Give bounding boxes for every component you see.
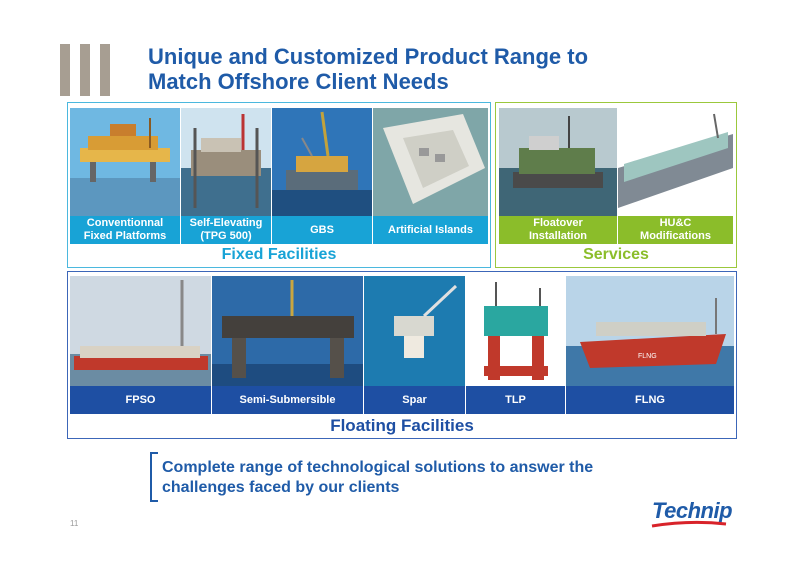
technip-logo: Technip [652, 498, 733, 523]
flng-render: FLNG [566, 276, 734, 386]
self-elevating-tile[interactable]: Self-Elevating (TPG 500) [181, 108, 271, 244]
floatover-tile[interactable]: Floatover Installation [499, 108, 617, 244]
fixed-platform-tile[interactable]: Conventionnal Fixed Platforms [70, 108, 180, 244]
page-title: Unique and Customized Product Range to M… [148, 44, 588, 94]
spar-photo [364, 276, 465, 386]
page-number: 11 [70, 519, 79, 528]
decor-bar-2 [80, 44, 90, 96]
fpso-photo [70, 276, 211, 386]
flng-tile[interactable]: FLNG FLNG [566, 276, 734, 414]
semi-submersible-label: Semi-Submersible [212, 386, 363, 414]
artificial-islands-photo [373, 108, 488, 216]
gbs-photo [272, 108, 372, 216]
title-line-1: Unique and Customized Product Range to [148, 44, 589, 69]
tagline: Complete range of technological solution… [162, 458, 642, 498]
gbs-tile[interactable]: GBS [272, 108, 372, 244]
tagline-line-1: Complete range of technological solution… [162, 459, 594, 476]
tlp-render [466, 276, 565, 386]
fpso-tile[interactable]: FPSO [70, 276, 211, 414]
semi-submersible-photo [212, 276, 363, 386]
floating-facilities-caption: Floating Facilities [330, 416, 474, 435]
tlp-label: TLP [466, 386, 565, 414]
self-elevating-photo [181, 108, 271, 216]
flng-hull-text: FLNG [638, 353, 657, 360]
fpso-label: FPSO [70, 386, 211, 414]
huc-label: HU&C Modifications [618, 216, 733, 244]
spar-label: Spar [364, 386, 465, 414]
decor-bar-3 [100, 44, 110, 96]
tagline-bracket [150, 452, 158, 502]
fixed-platform-photo [70, 108, 180, 216]
fixed-platform-label: Conventionnal Fixed Platforms [70, 216, 180, 244]
decor-bar-1 [60, 44, 70, 96]
flng-label: FLNG [566, 386, 734, 414]
fixed-facilities-group [67, 102, 491, 268]
tlp-tile[interactable]: TLP [466, 276, 565, 414]
services-group [495, 102, 737, 268]
huc-tile[interactable]: HU&C Modifications [618, 108, 733, 244]
services-caption: Services [583, 246, 649, 263]
artificial-islands-tile[interactable]: Artificial Islands [373, 108, 488, 244]
floatover-label: Floatover Installation [499, 216, 617, 244]
floating-facilities-group [67, 271, 737, 439]
gbs-label: GBS [272, 216, 372, 244]
spar-tile[interactable]: Spar [364, 276, 465, 414]
title-line-2: Match Offshore Client Needs [148, 69, 449, 94]
self-elevating-label: Self-Elevating (TPG 500) [181, 216, 271, 244]
semi-submersible-tile[interactable]: Semi-Submersible [212, 276, 363, 414]
logo-swoosh-icon [651, 520, 727, 528]
fixed-facilities-caption: Fixed Facilities [221, 246, 337, 263]
tagline-line-2: challenges faced by our clients [162, 479, 400, 496]
artificial-islands-label: Artificial Islands [373, 216, 488, 244]
floatover-photo [499, 108, 617, 216]
huc-render [618, 108, 733, 216]
